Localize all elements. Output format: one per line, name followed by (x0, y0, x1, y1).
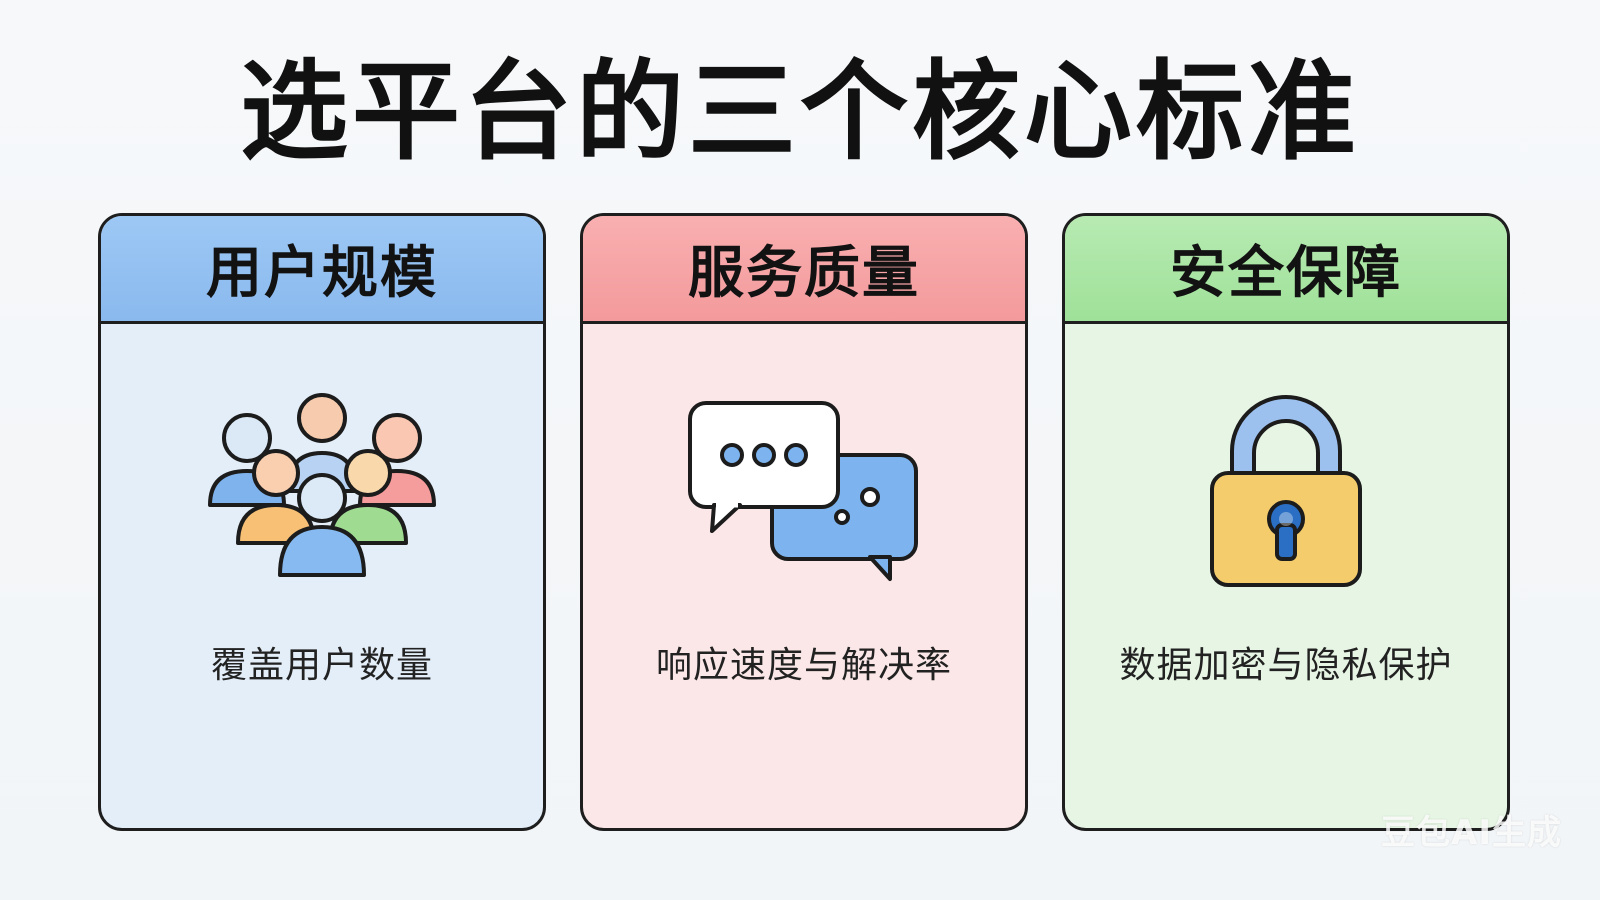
card-header: 安全保障 (1065, 216, 1507, 324)
chat-bubbles-icon (583, 388, 1025, 598)
watermark: 豆包AI生成 (1381, 813, 1562, 853)
card-security: 安全保障 数据加密与隐私保护 (1062, 213, 1510, 831)
card-description: 覆盖用户数量 (210, 645, 433, 686)
card-service-quality: 服务质量 响应速度与解决率 (580, 213, 1028, 831)
card-description: 响应速度与解决率 (655, 645, 952, 686)
card-user-scale: 用户规模 (98, 213, 546, 831)
card-header: 服务质量 (583, 216, 1025, 324)
page-title: 选平台的三个核心标准 (239, 50, 1360, 175)
card-header: 用户规模 (101, 216, 543, 324)
people-group-icon (101, 388, 543, 598)
card-description: 数据加密与隐私保护 (1119, 645, 1453, 686)
card-title: 安全保障 (1170, 241, 1402, 306)
padlock-icon (1065, 388, 1507, 598)
card-title: 用户规模 (206, 241, 438, 306)
card-title: 服务质量 (688, 241, 920, 306)
